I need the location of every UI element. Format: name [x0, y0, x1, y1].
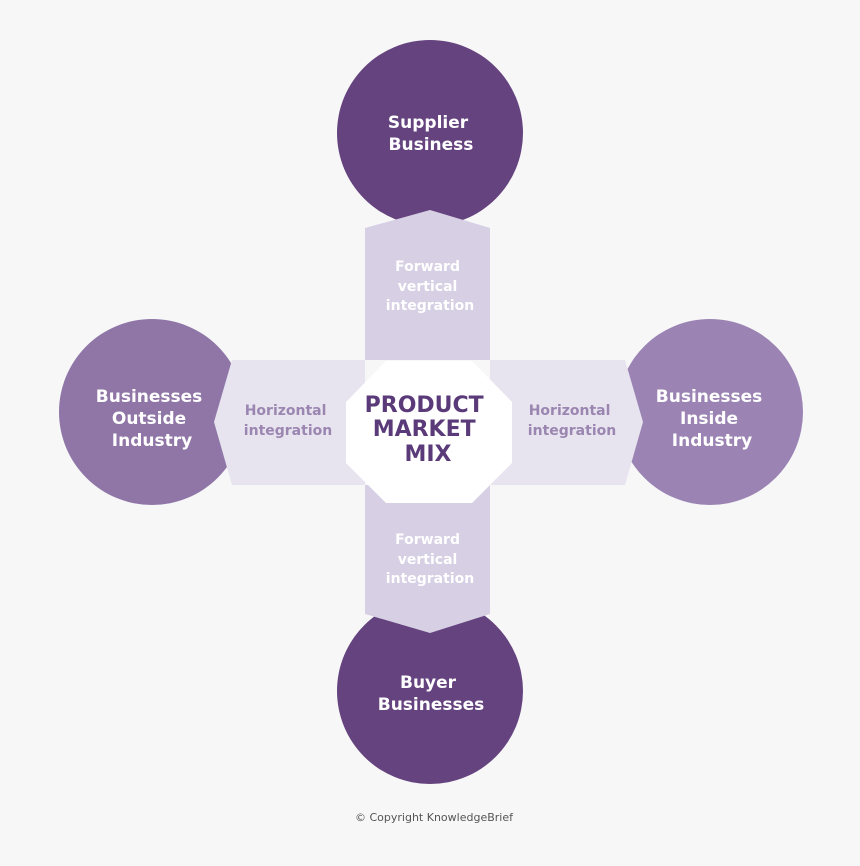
node-top-label: Supplier Business	[388, 113, 474, 155]
node-top-circle	[337, 40, 523, 226]
node-bottom-circle	[337, 598, 523, 784]
connector-bottom-label: Forward vertical integration	[386, 532, 474, 587]
connector-left-label: Horizontal integration	[244, 403, 332, 439]
connector-top	[365, 210, 490, 360]
center-label: PRODUCT MARKET MIX	[365, 393, 492, 467]
node-right-circle	[617, 319, 803, 505]
copyright-notice: © Copyright KnowledgeBrief	[355, 811, 513, 824]
connector-top-label: Forward vertical integration	[386, 259, 474, 314]
node-right-label: Businesses Inside Industry	[656, 387, 768, 451]
connector-right	[490, 360, 643, 485]
connector-bottom	[365, 485, 490, 633]
node-left-label: Businesses Outside Industry	[96, 387, 208, 451]
center-octagon	[346, 361, 512, 503]
node-bottom-label: Buyer Businesses	[378, 673, 485, 715]
connector-left	[214, 360, 365, 485]
node-left-circle	[59, 319, 245, 505]
connector-right-label: Horizontal integration	[528, 403, 616, 439]
